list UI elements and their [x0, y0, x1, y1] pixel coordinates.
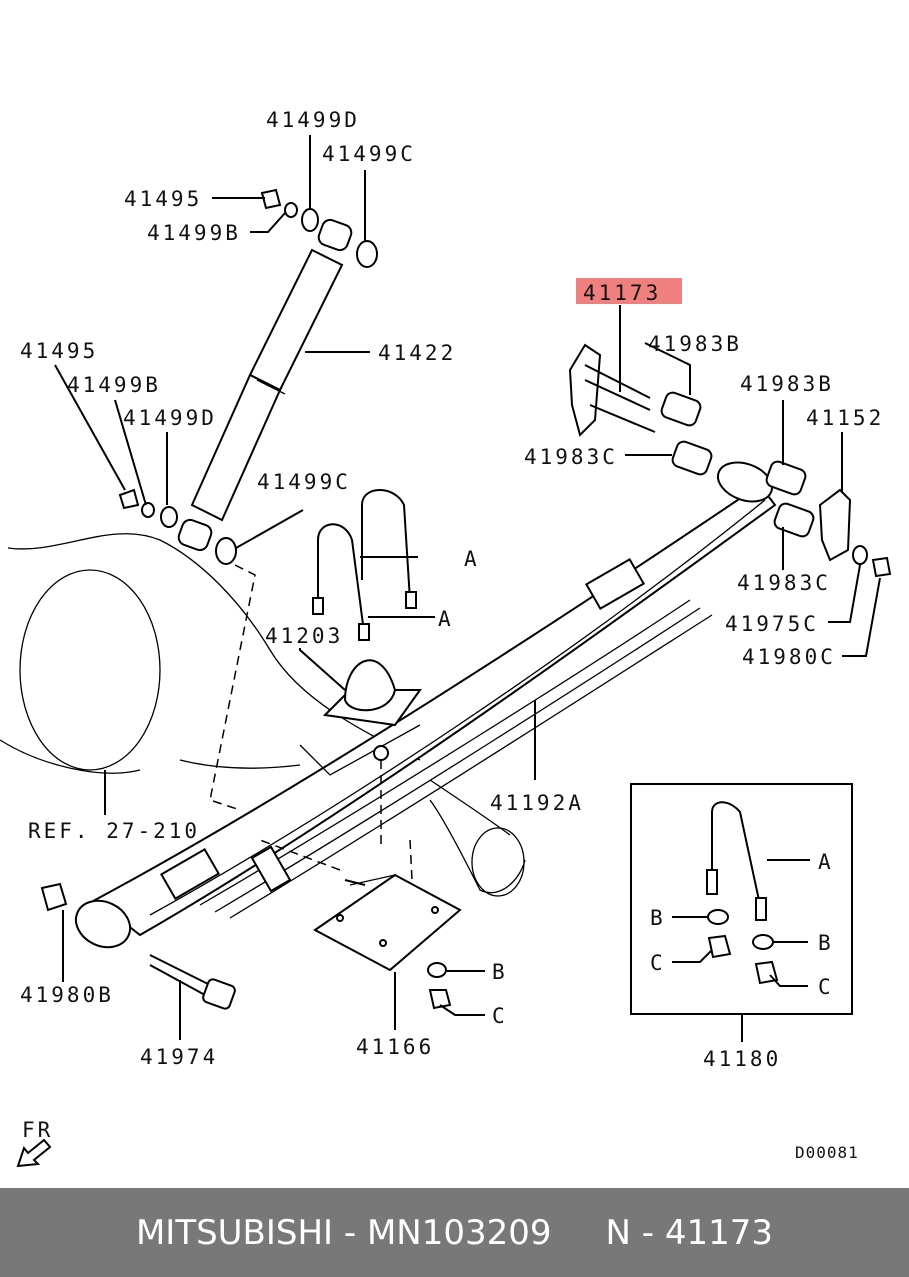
callout-41983b-b[interactable]: 41983B	[740, 372, 834, 396]
leaf-spring	[74, 461, 777, 949]
callout-41980b[interactable]: 41980B	[20, 983, 114, 1007]
callout-41974[interactable]: 41974	[140, 1045, 218, 1069]
callout-ref[interactable]: REF. 27-210	[28, 819, 200, 843]
parts-diagram: 41499D 41499C 41495 41499B 41422 41173 4…	[0, 108, 892, 1168]
callout-inset-c-right[interactable]: C	[818, 975, 834, 999]
callout-41499c-mid[interactable]: 41499C	[257, 470, 351, 494]
plate-nuts	[344, 879, 452, 1010]
callout-41422[interactable]: 41422	[378, 341, 456, 365]
front-direction-indicator: FR	[16, 1118, 53, 1168]
callout-b-mid[interactable]: B	[492, 960, 508, 984]
callout-41983c-a[interactable]: 41983C	[524, 445, 618, 469]
callout-inset-b-right[interactable]: B	[818, 931, 834, 955]
callout-a-upper[interactable]: A	[464, 547, 480, 571]
footer-bar: MITSUBISHI - MN103209 N - 41173	[0, 1188, 909, 1277]
callout-41980c[interactable]: 41980C	[742, 645, 836, 669]
callout-a-lower[interactable]: A	[438, 607, 454, 631]
fr-arrow-icon	[16, 1138, 52, 1168]
dashed-lines	[209, 564, 413, 881]
callout-41152[interactable]: 41152	[806, 406, 884, 430]
callout-41983c-b[interactable]: 41983C	[737, 571, 831, 595]
eye-bolt	[40, 882, 236, 1010]
callout-41499b-top[interactable]: 41499B	[147, 221, 241, 245]
callout-41166[interactable]: 41166	[356, 1035, 434, 1059]
callout-41499d-left[interactable]: 41499D	[123, 406, 217, 430]
bump-stopper	[322, 659, 422, 727]
spring-plate	[313, 873, 462, 972]
callout-41173[interactable]: 41173	[583, 281, 661, 305]
shackle	[568, 343, 892, 578]
u-bolts	[312, 489, 417, 641]
callout-inset-c-left[interactable]: C	[650, 951, 666, 975]
callout-inset-a[interactable]: A	[818, 850, 834, 874]
callout-41983b-a[interactable]: 41983B	[648, 332, 742, 356]
callout-41499d-top[interactable]: 41499D	[266, 108, 360, 132]
diagram-code: D00081	[795, 1143, 859, 1162]
callout-inset-b-left[interactable]: B	[650, 906, 666, 930]
callout-41192a[interactable]: 41192A	[490, 791, 584, 815]
callout-41975c[interactable]: 41975C	[725, 612, 819, 636]
fr-label: FR	[22, 1118, 53, 1142]
part-highlight	[576, 278, 682, 304]
callout-41203[interactable]: 41203	[265, 624, 343, 648]
callout-labels: 41499D 41499C 41495 41499B 41422 41173 4…	[20, 108, 884, 1071]
leader-lines	[54, 135, 881, 1042]
callout-41499c-top[interactable]: 41499C	[322, 142, 416, 166]
footer-part-number: MITSUBISHI - MN103209 N - 41173	[135, 1212, 774, 1253]
callout-41499b-left[interactable]: 41499B	[67, 373, 161, 397]
callout-41495-top[interactable]: 41495	[124, 187, 202, 211]
callout-c-mid[interactable]: C	[492, 1004, 508, 1028]
callout-41495-left[interactable]: 41495	[20, 339, 98, 363]
shock-absorber	[118, 188, 378, 565]
callout-41180[interactable]: 41180	[703, 1047, 781, 1071]
